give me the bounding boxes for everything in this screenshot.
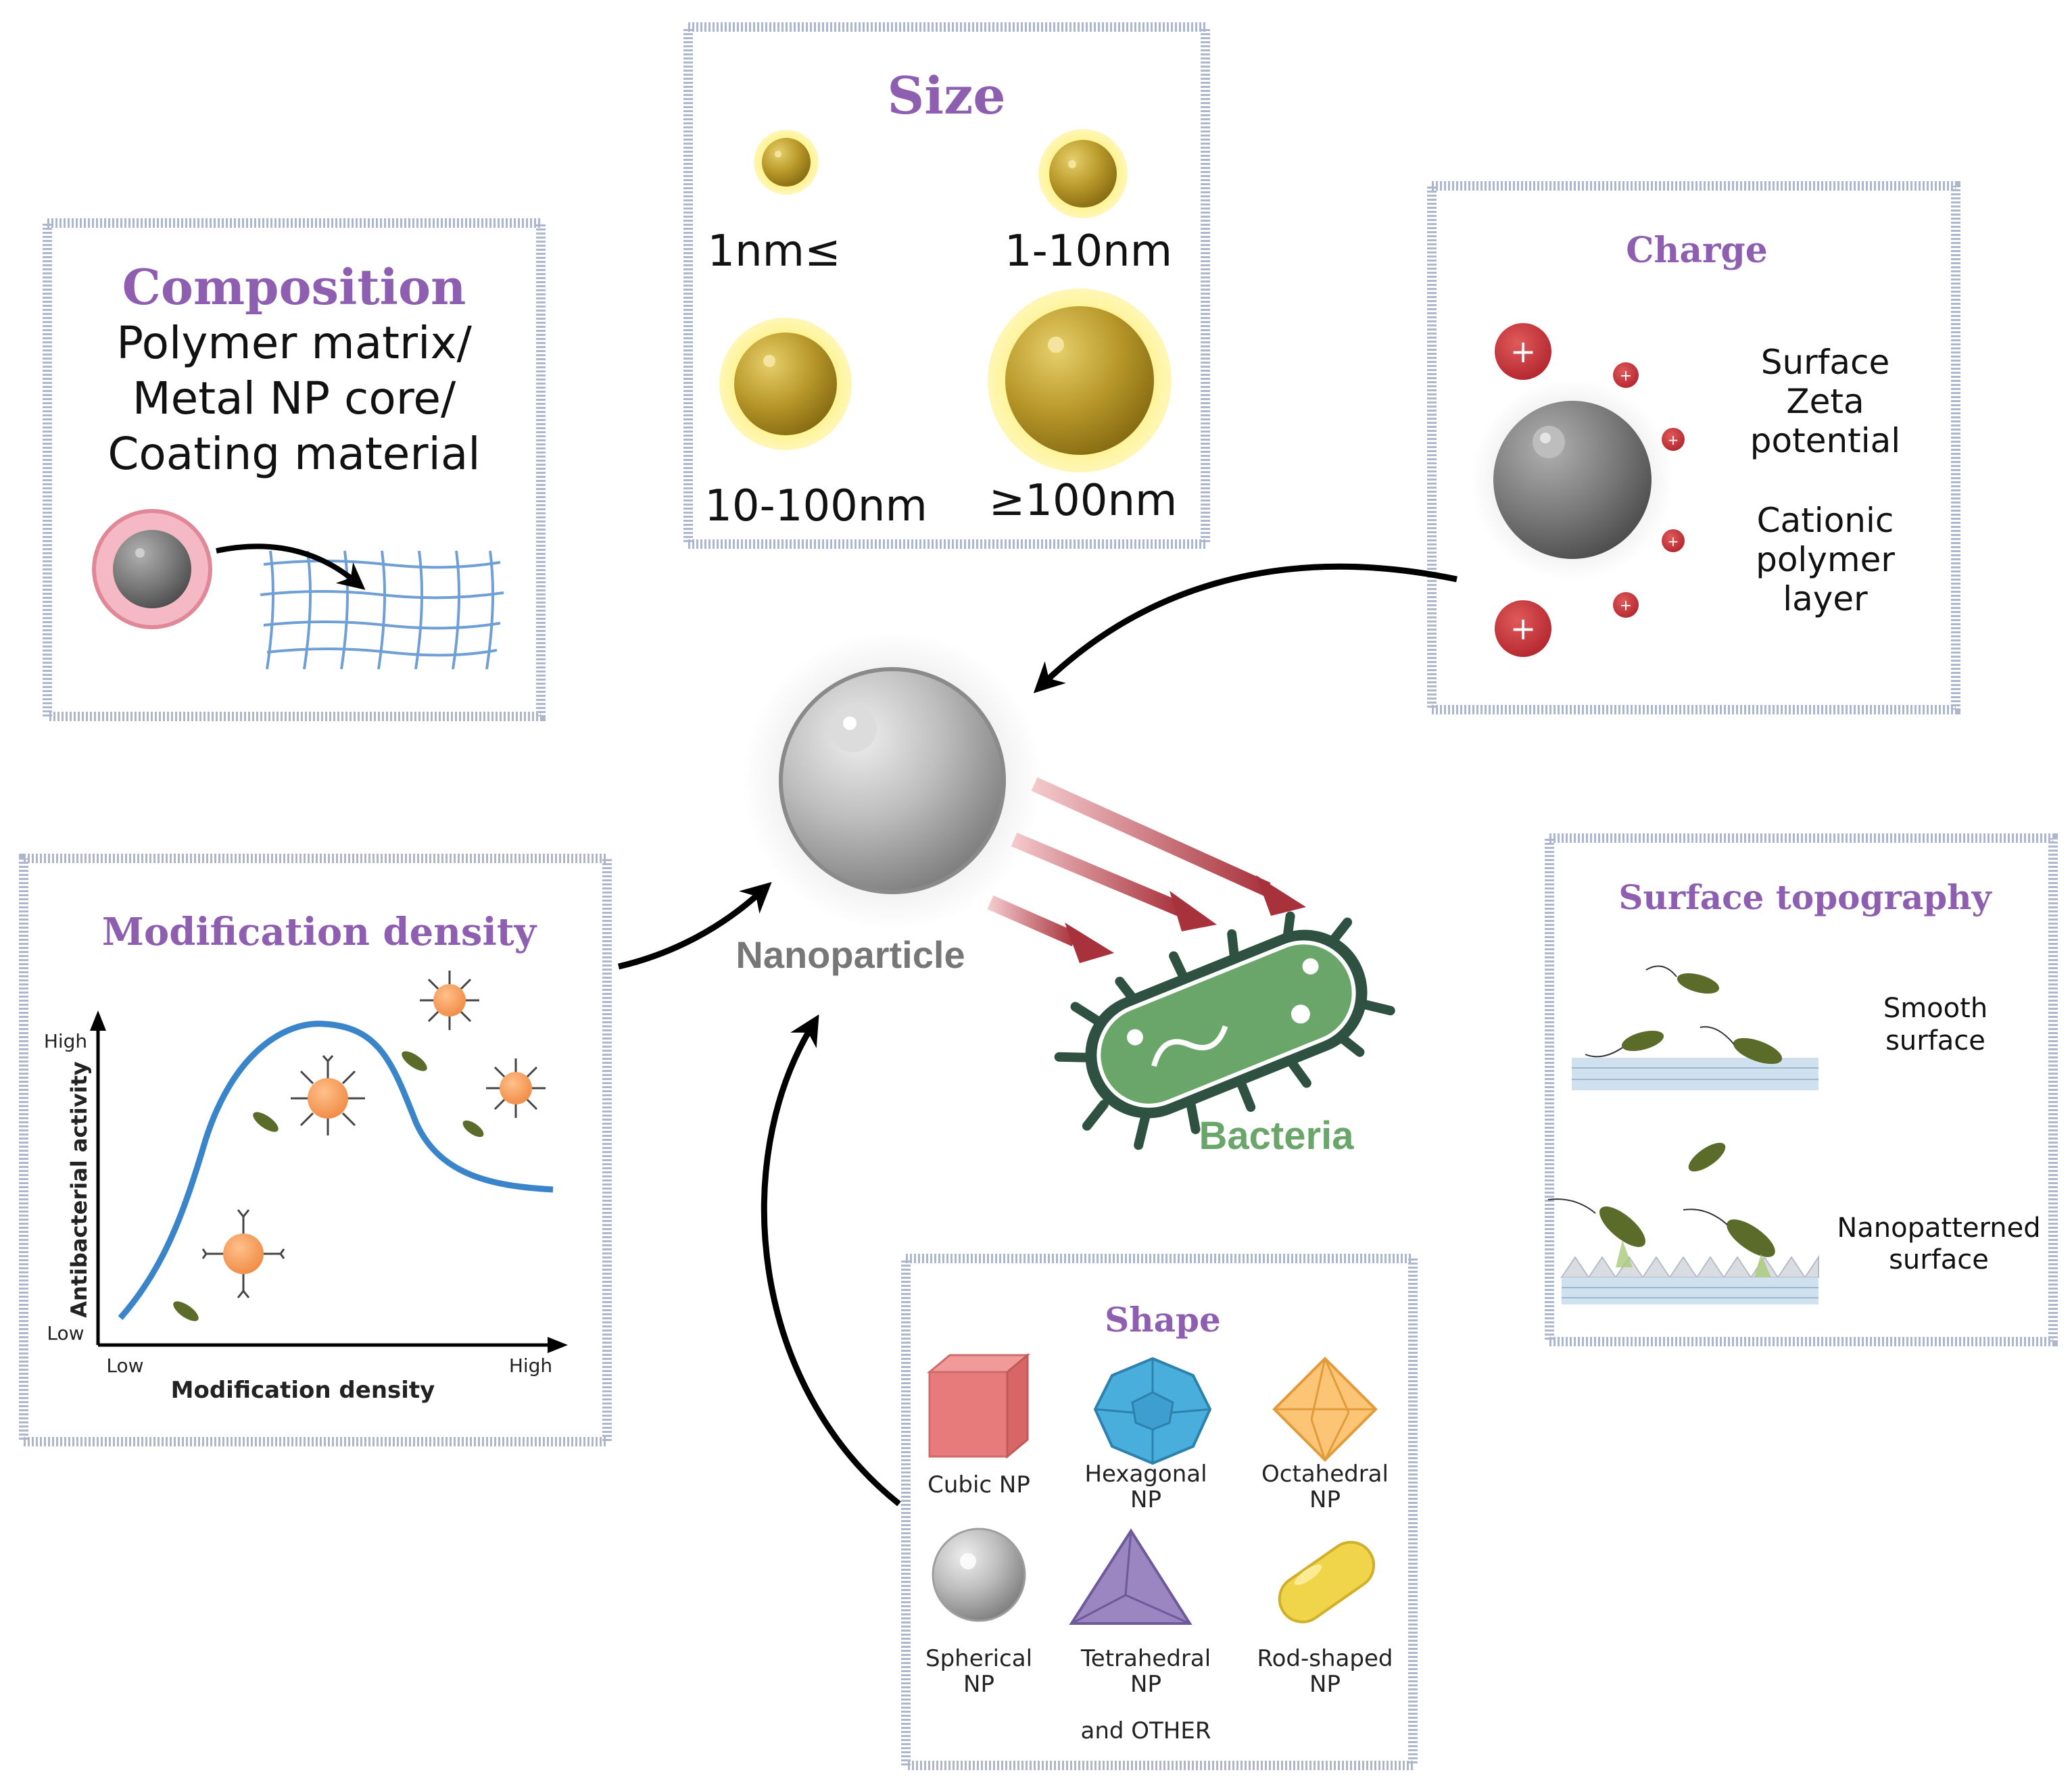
shape-label-spherical-2: NP [963, 1671, 994, 1698]
charge-text-cationic: Cationic [1757, 501, 1894, 540]
rod-shaped-np-icon [1278, 1540, 1376, 1623]
bacteria-label: Bacteria [1199, 1114, 1355, 1158]
charge-text-layer: layer [1783, 579, 1868, 618]
shape-label-rod-1: Rod-shaped [1257, 1645, 1393, 1672]
surface-topography-panel: Surface topography [1545, 833, 2058, 1346]
cube-icon [926, 1352, 1031, 1459]
plus-sign: + [1510, 333, 1537, 370]
charge-text-polymer: polymer [1756, 540, 1895, 579]
charge-text-surface: Surface [1761, 343, 1889, 382]
shape-label-hexagonal-2: NP [1130, 1486, 1161, 1513]
gold-np-large-icon [988, 289, 1172, 472]
smooth-label-2: surface [1885, 1025, 1985, 1056]
activity-curve [118, 1021, 554, 1320]
tetrahedral-np-icon [1069, 1528, 1192, 1625]
arrow-from-modification [617, 881, 772, 970]
shape-label-octahedral-2: NP [1309, 1486, 1341, 1513]
shape-label-tetrahedral-1: Tetrahedral [1080, 1645, 1211, 1672]
shape-label-octahedral-1: Octahedral [1261, 1461, 1389, 1488]
large-positive-charge-icon: + [1495, 323, 1551, 380]
shape-label-hexagonal-1: Hexagonal [1084, 1461, 1207, 1488]
arrow-from-charge [1033, 563, 1457, 693]
arrow-from-shape [761, 1014, 901, 1507]
small-bacterium-icon [173, 1051, 484, 1321]
nanopatterned-surface-icon [1560, 1240, 1819, 1304]
x-axis-low-label: Low [106, 1354, 143, 1377]
spherical-np-icon [932, 1528, 1026, 1622]
red-arrows [987, 777, 1306, 963]
y-axis-low-label: Low [47, 1322, 84, 1344]
nanoparticle-sphere-icon [779, 667, 1006, 894]
composition-line-3: Coating material [107, 428, 480, 480]
charge-panel: Charge + + + + + + S [1427, 181, 1960, 714]
shape-panel: Shape Cubic NP Hexagonal NP [901, 1254, 1418, 1770]
hexagonal-np-icon [1093, 1357, 1212, 1465]
size-label-1: 1nm≤ [707, 226, 840, 276]
rod-bacterium-icon [1599, 973, 1783, 1257]
size-panel: Size 1nm≤ 1-10nm 10-100nm ≥100nm [683, 22, 1210, 549]
shape-label-tetrahedral-2: NP [1130, 1671, 1161, 1698]
small-positive-charge-icon: + [1662, 529, 1685, 552]
charged-np-icon [1471, 378, 1674, 581]
gold-np-tiny-icon [754, 130, 819, 195]
topography-title: Surface topography [1618, 877, 1992, 917]
y-axis-high-label: High [44, 1030, 87, 1052]
shape-footer: and OTHER [1081, 1717, 1211, 1744]
plus-sign: + [1620, 368, 1632, 385]
charge-text-potential: potential [1750, 421, 1900, 460]
composition-line-1: Polymer matrix/ [116, 317, 472, 369]
gold-np-small-icon [1038, 129, 1128, 218]
shape-label-rod-2: NP [1309, 1671, 1341, 1698]
small-positive-charge-icon: + [1613, 362, 1639, 388]
red-arrow [1031, 777, 1271, 897]
modification-density-panel: Modification density High Low Low High M… [19, 854, 612, 1446]
composition-panel-frame [43, 218, 546, 721]
size-label-2: 1-10nm [1005, 226, 1172, 276]
nanoparticle-label: Nanoparticle [736, 933, 965, 976]
bacteria-icon [1054, 911, 1395, 1150]
shape-title: Shape [1105, 1300, 1221, 1340]
y-axis-title: Antibacterial activity [66, 1061, 92, 1318]
plus-sign: + [1620, 597, 1632, 614]
shape-label-spherical-1: Spherical [925, 1645, 1032, 1672]
charge-title: Charge [1626, 230, 1768, 271]
plus-sign: + [1668, 432, 1679, 448]
composition-arrow-icon [216, 543, 366, 590]
red-arrow [1011, 832, 1183, 917]
composition-line-2: Metal NP core/ [132, 372, 456, 424]
charge-text-zeta: Zeta [1786, 382, 1864, 421]
size-label-3: 10-100nm [704, 481, 927, 531]
shape-panel-frame [901, 1254, 1418, 1770]
modified-np-icon [201, 1209, 285, 1298]
composition-title: Composition [122, 258, 466, 316]
small-positive-charge-icon: + [1662, 428, 1685, 451]
composition-panel: Composition Polymer matrix/ Metal NP cor… [43, 218, 546, 721]
smooth-label-1: Smooth [1883, 993, 1987, 1024]
large-positive-charge-icon: + [1495, 600, 1551, 657]
modified-np-icon [291, 1055, 365, 1135]
modified-np-icon [486, 1058, 546, 1118]
core-shell-np-icon [92, 509, 212, 629]
nanopatterned-label-2: surface [1889, 1244, 1989, 1275]
plus-sign: + [1510, 610, 1537, 647]
size-label-4: ≥100nm [989, 476, 1178, 526]
octahedral-np-icon [1272, 1357, 1378, 1462]
x-axis-high-label: High [509, 1354, 552, 1377]
gold-np-medium-icon [719, 318, 852, 450]
size-title: Size [887, 66, 1005, 126]
smooth-surface-icon [1572, 1058, 1818, 1090]
plus-sign: + [1668, 533, 1679, 549]
red-arrow [987, 895, 1078, 947]
modified-np-icon [420, 971, 479, 1030]
small-positive-charge-icon: + [1613, 592, 1639, 618]
shape-label-cubic: Cubic NP [927, 1471, 1030, 1498]
x-axis-title: Modification density [171, 1377, 435, 1404]
nanopatterned-label-1: Nanopatterned [1837, 1213, 2040, 1244]
central-nanoparticle: Nanoparticle [736, 631, 1042, 976]
modification-title: Modification density [102, 910, 537, 954]
